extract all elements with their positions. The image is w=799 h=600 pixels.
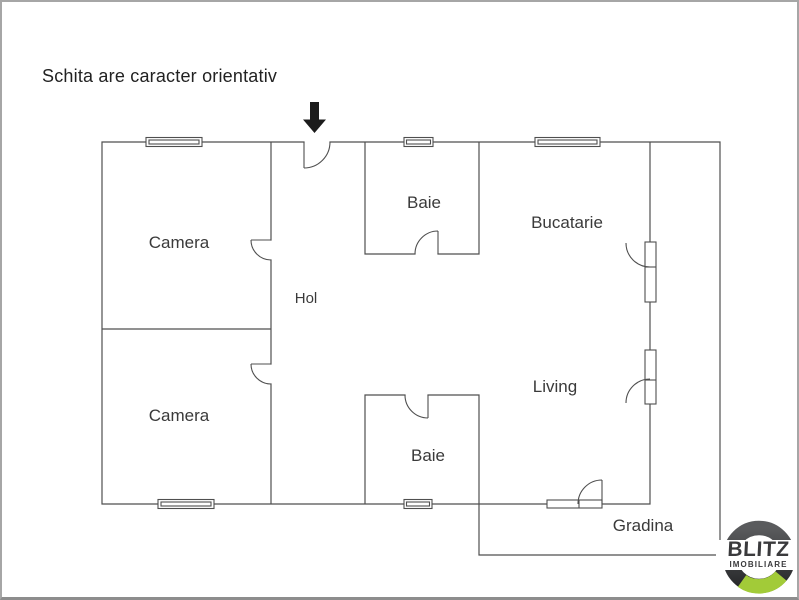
- logo-text-band: [716, 540, 797, 570]
- room-label-living: Living: [532, 377, 578, 396]
- room-label-baie-1: Baie: [406, 193, 442, 212]
- doors-layer: [250, 141, 651, 505]
- disclaimer-note: Schita are caracter orientativ: [42, 66, 278, 86]
- entrance-arrow-icon: [303, 102, 326, 133]
- room-label-baie-2: Baie: [410, 446, 446, 465]
- logo-brand-text: BLITZ: [726, 538, 791, 561]
- room-label-gradina: Gradina: [612, 516, 674, 535]
- room-label-bucatarie: Bucatarie: [531, 213, 603, 232]
- logo-tagline-text: IMOBILIARE: [729, 560, 788, 569]
- windows-layer: [145, 136, 657, 510]
- walls-layer: [101, 141, 721, 556]
- agency-logo: BLITZ IMOBILIARE: [716, 506, 797, 597]
- room-label-camera-1: Camera: [148, 233, 210, 252]
- room-label-hol: Hol: [294, 290, 318, 307]
- room-label-camera-2: Camera: [148, 406, 210, 425]
